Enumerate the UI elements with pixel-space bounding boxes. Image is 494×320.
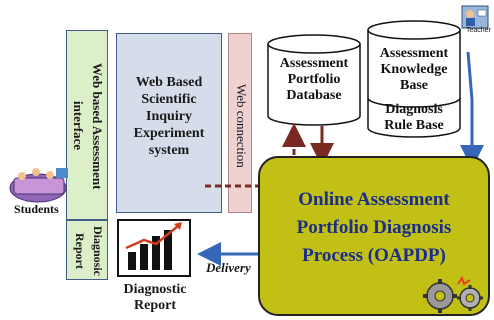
spark-icon: [457, 275, 471, 286]
teacher-label: Teacher: [466, 27, 491, 34]
experiment-system-box: Web Based Scientific Inquiry Experiment …: [116, 33, 222, 213]
students-icon: [9, 168, 68, 203]
delivery-label: Delivery: [206, 260, 251, 275]
diagnostic-report-panel: Diagnosic Report: [66, 220, 108, 280]
gear-icon: [423, 279, 457, 313]
knowledge-base-cylinder: [367, 20, 461, 138]
assessment-interface-panel: Web based Assessment interface: [66, 30, 108, 220]
diagnosis-rule-base-label: Diagnosis Rule Base: [384, 102, 444, 133]
web-connection-label: Web connection: [234, 84, 249, 168]
gear-icon: [457, 285, 483, 311]
diagnostic-report-panel-label: Diagnosic Report: [73, 225, 105, 276]
portfolio-database: Assessment Portfolio Database: [268, 56, 360, 116]
portfolio-database-label: Assessment Portfolio Database: [279, 56, 349, 103]
teacher-to-oapdp-arrow: [460, 51, 484, 169]
assessment-interface-label: Web based Assessment interface: [71, 62, 105, 190]
knowledge-base: Assessment Knowledge Base Diagnosis Rule…: [368, 46, 460, 142]
web-connection-box: Web connection: [228, 33, 252, 213]
students-label: Students: [14, 202, 59, 216]
diagnostic-report-icon: [117, 219, 191, 277]
experiment-system-label: Web Based Scientific Inquiry Experiment …: [133, 75, 205, 158]
teacher-icon: [461, 5, 489, 29]
diagnostic-report-label: Diagnostic Report: [123, 282, 187, 313]
oapdp-label: Online Assessment Portfolio Diagnosis Pr…: [296, 189, 452, 266]
portfolio-database-cylinder: [267, 34, 361, 126]
experiment-to-database-dashed-arrow: [205, 123, 306, 188]
knowledge-base-label: Assessment Knowledge Base: [379, 46, 449, 93]
